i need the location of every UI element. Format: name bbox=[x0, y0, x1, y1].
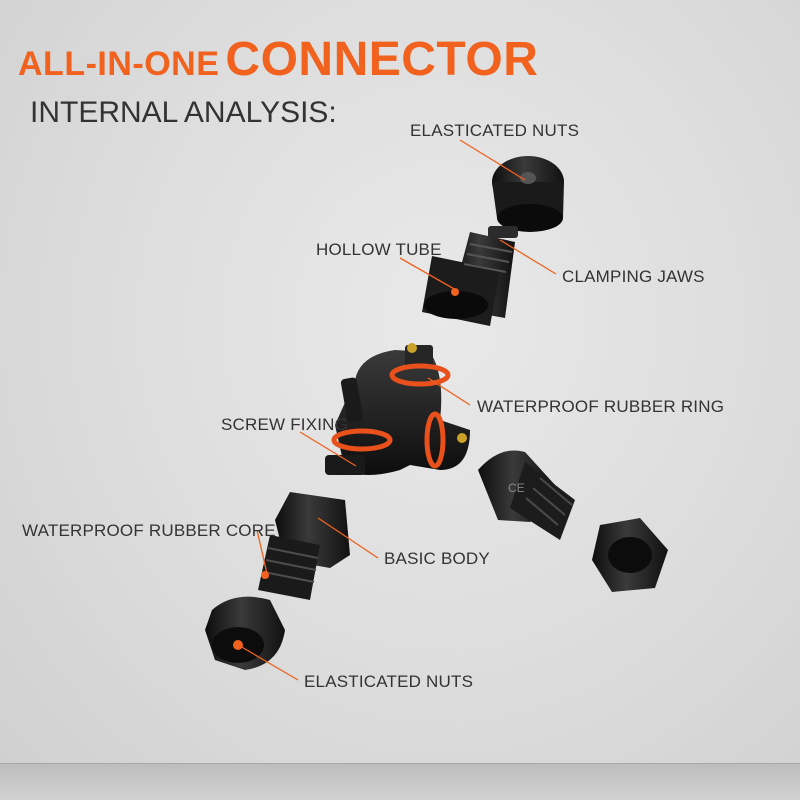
label-basic-body: BASIC BODY bbox=[384, 549, 490, 568]
label-waterproof-rubber-ring: WATERPROOF RUBBER RING bbox=[477, 397, 725, 416]
callout-line-rubber-core bbox=[256, 529, 269, 579]
right-nut bbox=[592, 518, 668, 592]
label-elasticated-nuts-bottom: ELASTICATED NUTS bbox=[304, 672, 474, 691]
callout-line-clamping-jaws bbox=[499, 239, 557, 275]
callout-line-basic-body bbox=[317, 517, 379, 559]
callout-line-elasticated-nuts-bottom bbox=[239, 645, 299, 681]
rubber-core-part bbox=[258, 492, 350, 600]
label-waterproof-rubber-core: WATERPROOF RUBBER CORE bbox=[22, 521, 276, 540]
callout-line-screw-fixing bbox=[299, 431, 357, 467]
bottom-elasticated-nut bbox=[205, 596, 285, 670]
top-elasticated-nut bbox=[492, 156, 564, 232]
label-clamping-jaws: CLAMPING JAWS bbox=[562, 267, 705, 286]
label-elasticated-nuts-top: ELASTICATED NUTS bbox=[410, 121, 580, 140]
svg-text:CE: CE bbox=[508, 481, 525, 495]
title-prefix: ALL-IN-ONE bbox=[18, 45, 220, 83]
callout-line-hollow-tube bbox=[399, 257, 457, 291]
label-hollow-tube: HOLLOW TUBE bbox=[316, 240, 442, 259]
callout-lines bbox=[239, 139, 557, 681]
floor-strip bbox=[0, 763, 800, 800]
hollow-tube-part bbox=[422, 226, 518, 326]
label-screw-fixing: SCREW FIXING bbox=[221, 415, 349, 434]
right-fitting-part: CE bbox=[478, 450, 575, 540]
callout-line-waterproof-rubber-ring bbox=[427, 377, 471, 406]
title-main: CONNECTOR bbox=[225, 33, 539, 86]
basic-body-part bbox=[325, 343, 470, 475]
callout-line-elasticated-nuts-top bbox=[459, 139, 526, 181]
page-subtitle: INTERNAL ANALYSIS: bbox=[30, 96, 337, 129]
